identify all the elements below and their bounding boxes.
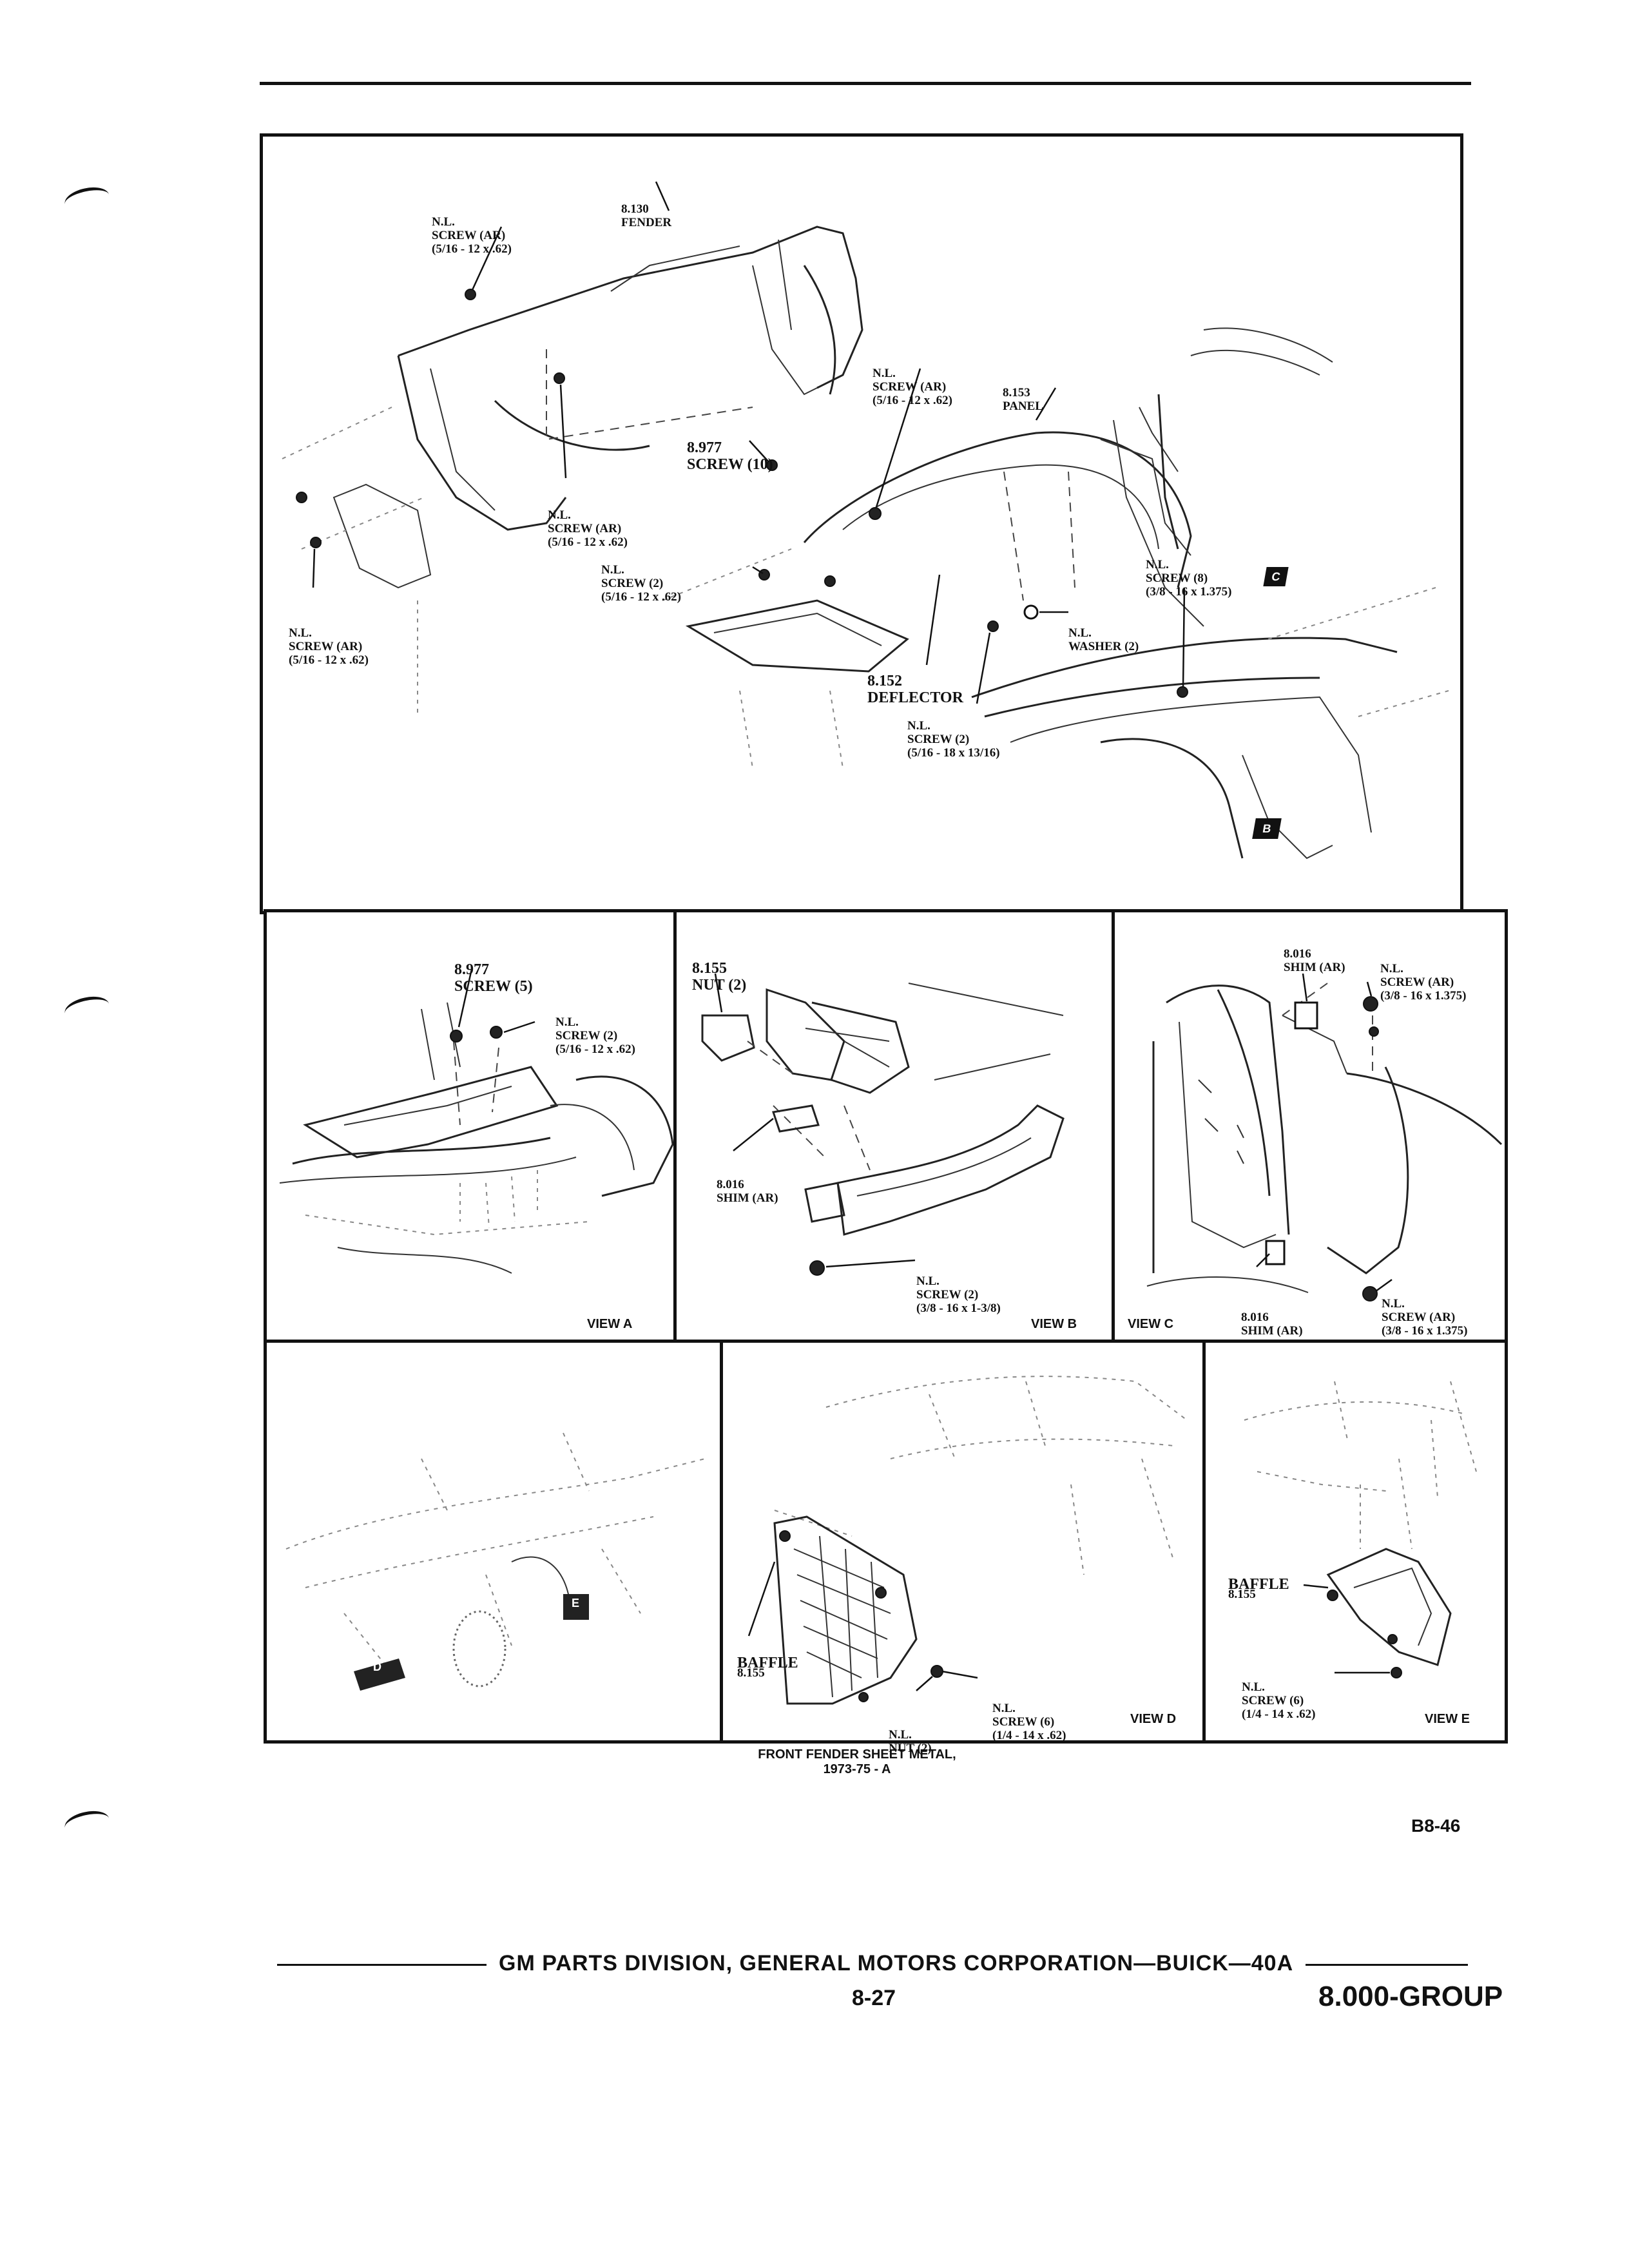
view-e-title: VIEW E: [1425, 1712, 1470, 1726]
binder-hole-mark: [63, 993, 111, 1024]
label-view-e-baffle: BAFFLE: [1228, 1576, 1289, 1593]
label-washer: N.L.WASHER (2): [1068, 626, 1139, 653]
label-screw-left-inner: N.L.SCREW (AR)(5/16 - 12 x .62): [548, 508, 628, 549]
vehicle-front-drawing: [285, 1432, 706, 1691]
view-d-title: VIEW D: [1130, 1712, 1177, 1726]
footer-rule-left: [277, 1964, 487, 1966]
view-c-drawing: [1146, 973, 1503, 1302]
vehicle-front-view-panel: D E: [264, 1340, 725, 1744]
view-b-title: VIEW B: [1031, 1317, 1077, 1331]
figure-caption-years: 1973-75 - A: [823, 1762, 891, 1776]
label-view-b-screw: N.L.SCREW (2)(3/8 - 16 x 1-3/8): [916, 1274, 1001, 1315]
label-screw-8: N.L.SCREW (8)(3/8 - 16 x 1.375): [1146, 558, 1232, 599]
label-view-c-screw-bottom: N.L.SCREW (AR)(3/8 - 16 x 1.375): [1382, 1297, 1468, 1338]
view-e-ref-marker: E: [572, 1597, 580, 1610]
view-c-title: VIEW C: [1128, 1317, 1174, 1331]
view-e-drawing: [1244, 1381, 1477, 1678]
figure-caption: FRONT FENDER SHEET METAL, 1973-75 - A: [709, 1747, 1005, 1777]
label-view-a-screw2: N.L.SCREW (2)(5/16 - 12 x .62): [555, 1015, 636, 1056]
label-view-e-screw: N.L.SCREW (6)(1/4 - 14 x .62): [1242, 1680, 1316, 1721]
view-b-drawing: [701, 973, 1065, 1276]
binder-hole-mark: [63, 1807, 111, 1839]
label-screw-left: N.L.SCREW (AR)(5/16 - 12 x .62): [289, 626, 369, 667]
footer-group: 8.000-GROUP: [1318, 1981, 1503, 2012]
view-d-drawing: [747, 1376, 1188, 1705]
figure-caption-title: FRONT FENDER SHEET METAL,: [758, 1747, 956, 1762]
label-view-d-baffle-number: 8.155: [737, 1666, 765, 1680]
view-d-panel: 8.155 BAFFLE N.L.SCREW (6)(1/4 - 14 x .6…: [720, 1340, 1208, 1755]
footer-page-number: 8-27: [852, 1986, 896, 2010]
view-a-title: VIEW A: [587, 1317, 633, 1331]
label-view-d-nut: N.L.NUT (2): [889, 1728, 932, 1755]
footer-rule-right: [1306, 1964, 1468, 1966]
label-screw-mid: N.L.SCREW (AR)(5/16 - 12 x .62): [872, 367, 953, 407]
label-screw-bottom: N.L.SCREW (2)(5/16 - 18 x 13/16): [907, 719, 1000, 760]
view-e-panel: 8.155 BAFFLE N.L.SCREW (6)(1/4 - 14 x .6…: [1202, 1340, 1508, 1744]
main-exploded-drawing: [282, 181, 1449, 860]
label-screw-2-mid: N.L.SCREW (2)(5/16 - 12 x .62): [601, 563, 682, 604]
view-b-callout-marker: B: [1252, 818, 1282, 839]
binder-hole-mark: [63, 184, 111, 215]
footer-publisher: GM PARTS DIVISION, GENERAL MOTORS CORPOR…: [499, 1951, 1294, 1975]
view-a-drawing: [279, 968, 674, 1274]
view-d-ref-marker: D: [373, 1660, 381, 1673]
top-rule: [260, 82, 1471, 85]
label-view-e-baffle-number: 8.155: [1228, 1588, 1256, 1601]
label-screw-top: N.L.SCREW (AR)(5/16 - 12 x .62): [432, 215, 512, 256]
view-c-callout-marker: C: [1263, 567, 1289, 586]
label-view-d-baffle: BAFFLE: [737, 1655, 798, 1671]
figure-code: B8-46: [1411, 1816, 1461, 1836]
label-view-c-screw-top: N.L.SCREW (AR)(3/8 - 16 x 1.375): [1380, 962, 1467, 1003]
label-view-d-screw: N.L.SCREW (6)(1/4 - 14 x .62): [992, 1702, 1066, 1742]
